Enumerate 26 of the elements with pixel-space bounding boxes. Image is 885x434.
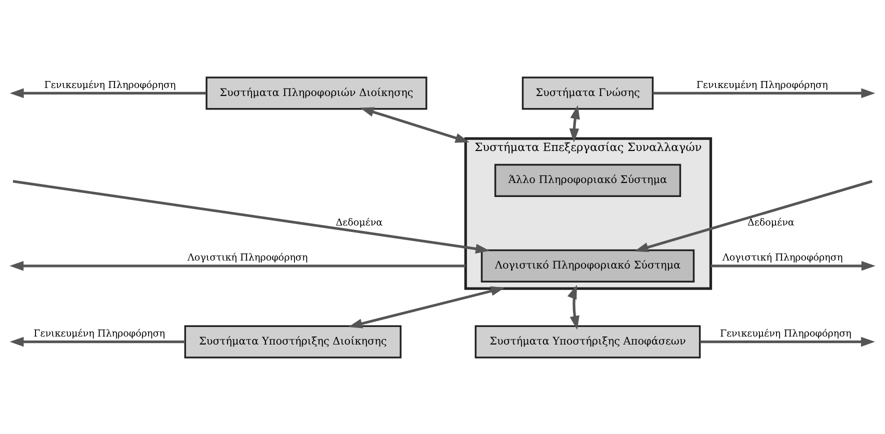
node-box: Συστήματα Πληροφοριών Διοίκησης (206, 76, 428, 110)
arrow (569, 104, 580, 142)
arrow (12, 180, 490, 254)
node-box: Συστήματα Υποστήριξης Διοίκησης (184, 324, 402, 358)
node-box: Λογιστικό Πληροφοριακό Σύστημα (480, 248, 695, 282)
arrow (567, 284, 580, 330)
arrow (710, 260, 876, 270)
arrow (634, 180, 872, 252)
edge-label: Γενικευμένη Πληροφόρηση (44, 79, 176, 90)
node-box: Άλλο Πληροφοριακό Σύστημα (494, 163, 682, 196)
arrow (348, 286, 505, 328)
edge-label: Λογιστική Πληροφόρηση (188, 252, 308, 264)
edge-label: Γενικευμένη Πληροφόρηση (720, 328, 852, 339)
edge-label: Γενικευμένη Πληροφόρηση (696, 79, 828, 90)
node-box: Συστήματα Γνώσης (522, 76, 654, 110)
edge-label: Γενικευμένη Πληροφόρηση (34, 328, 166, 339)
node-box: Συστήματα Υποστήριξης Αποφάσεων (474, 324, 701, 358)
arrow (360, 106, 470, 142)
arrow (700, 336, 876, 346)
arrow (10, 88, 206, 98)
arrow (652, 88, 876, 98)
arrow (10, 336, 186, 346)
edge-label: Λογιστική Πληροφόρηση (722, 252, 843, 264)
edge-label: Δεδομένα (336, 217, 383, 228)
edge-label: Δεδομένα (747, 217, 794, 228)
arrow (10, 260, 466, 270)
